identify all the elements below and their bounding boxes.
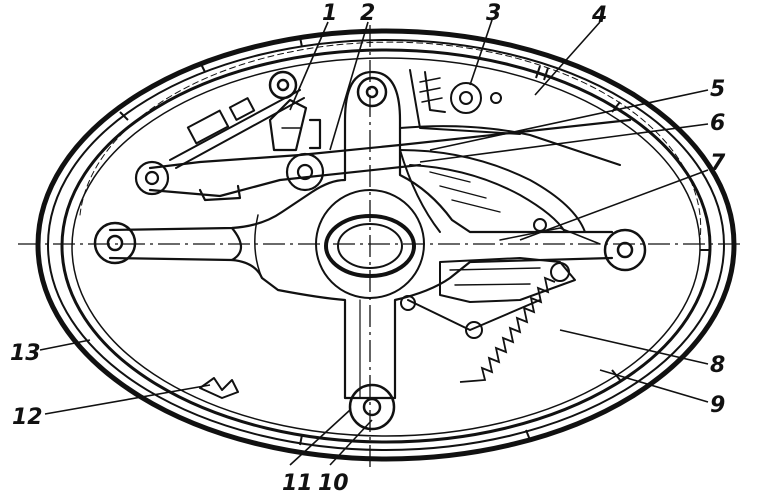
rim-notches xyxy=(119,36,710,446)
small-latch xyxy=(199,377,239,399)
callout-8: 8 xyxy=(710,353,725,378)
leader-lines xyxy=(39,19,709,466)
top-spring-bracket xyxy=(399,69,621,166)
callout-10: 10 xyxy=(318,471,349,496)
upper-lever xyxy=(134,98,632,202)
callout-1: 1 xyxy=(322,1,337,26)
housing-ring xyxy=(35,28,737,462)
callout-5: 5 xyxy=(710,77,725,102)
callout-13: 13 xyxy=(10,341,41,366)
callout-11: 11 xyxy=(282,471,313,496)
mounting-bosses xyxy=(93,70,647,431)
spring-assembly xyxy=(400,218,601,339)
callout-7: 7 xyxy=(710,151,726,176)
callout-4: 4 xyxy=(591,3,607,28)
link-rod xyxy=(169,89,305,169)
callout-6: 6 xyxy=(710,111,725,136)
callout-3: 3 xyxy=(486,1,501,26)
cross-frame xyxy=(108,70,614,400)
callout-12: 12 xyxy=(12,405,43,430)
coil-spring xyxy=(459,276,556,383)
callout-2: 2 xyxy=(360,1,375,26)
center-hub xyxy=(315,189,425,299)
sector-plate xyxy=(399,149,586,233)
callout-9: 9 xyxy=(710,393,725,418)
callout-labels: 1 2 3 4 5 6 7 8 9 10 11 12 13 xyxy=(10,1,726,496)
